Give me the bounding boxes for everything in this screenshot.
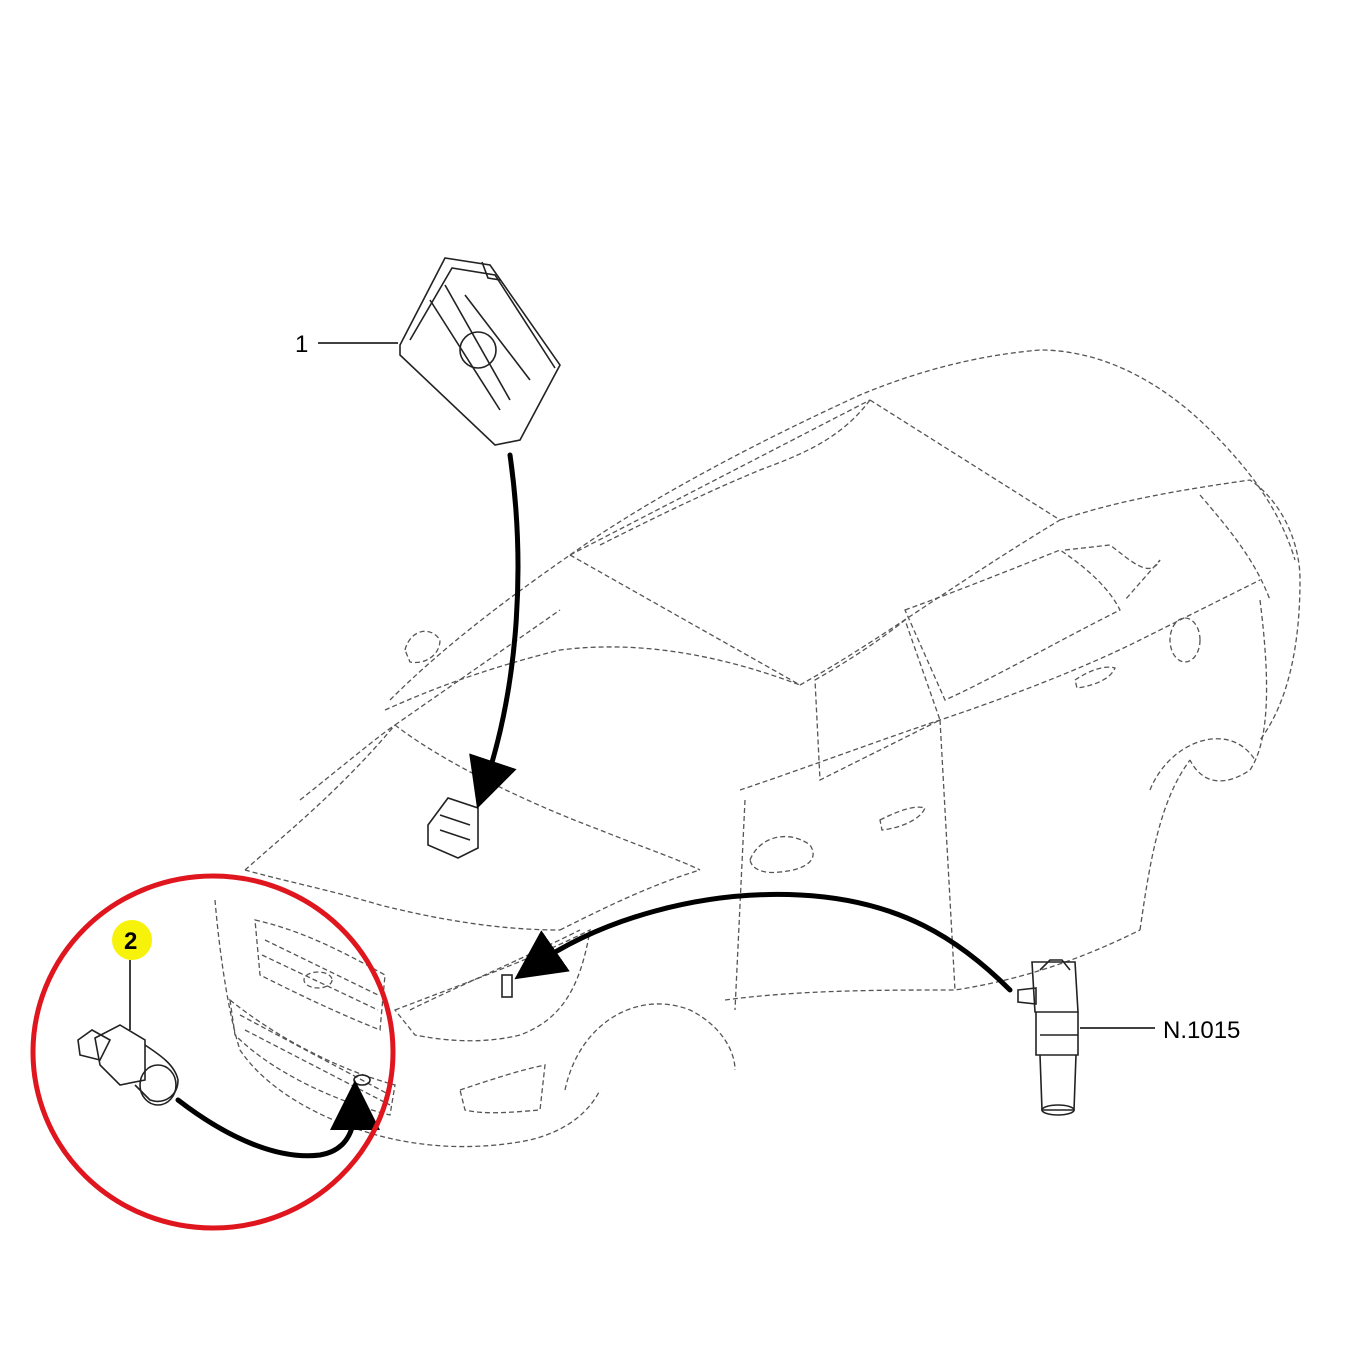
callout-label-n1015: N.1015 (1163, 1017, 1240, 1044)
highlight-ring (30, 873, 396, 1231)
callout-label-1: 1 (295, 331, 308, 358)
arrow-part-2 (175, 1080, 380, 1159)
callout-label-2: 2 (124, 928, 137, 955)
installed-control-module (427, 797, 479, 859)
installed-speed-sensor (501, 974, 513, 998)
pressure-switch-icon (77, 1024, 179, 1106)
callout-badge-2 (112, 920, 152, 960)
car-outline-icon (214, 349, 1301, 1148)
speed-sensor-icon (1017, 959, 1079, 1116)
control-module-icon (399, 257, 561, 446)
arrow-part-1 (469, 452, 521, 809)
arrow-n1015 (514, 891, 1013, 993)
